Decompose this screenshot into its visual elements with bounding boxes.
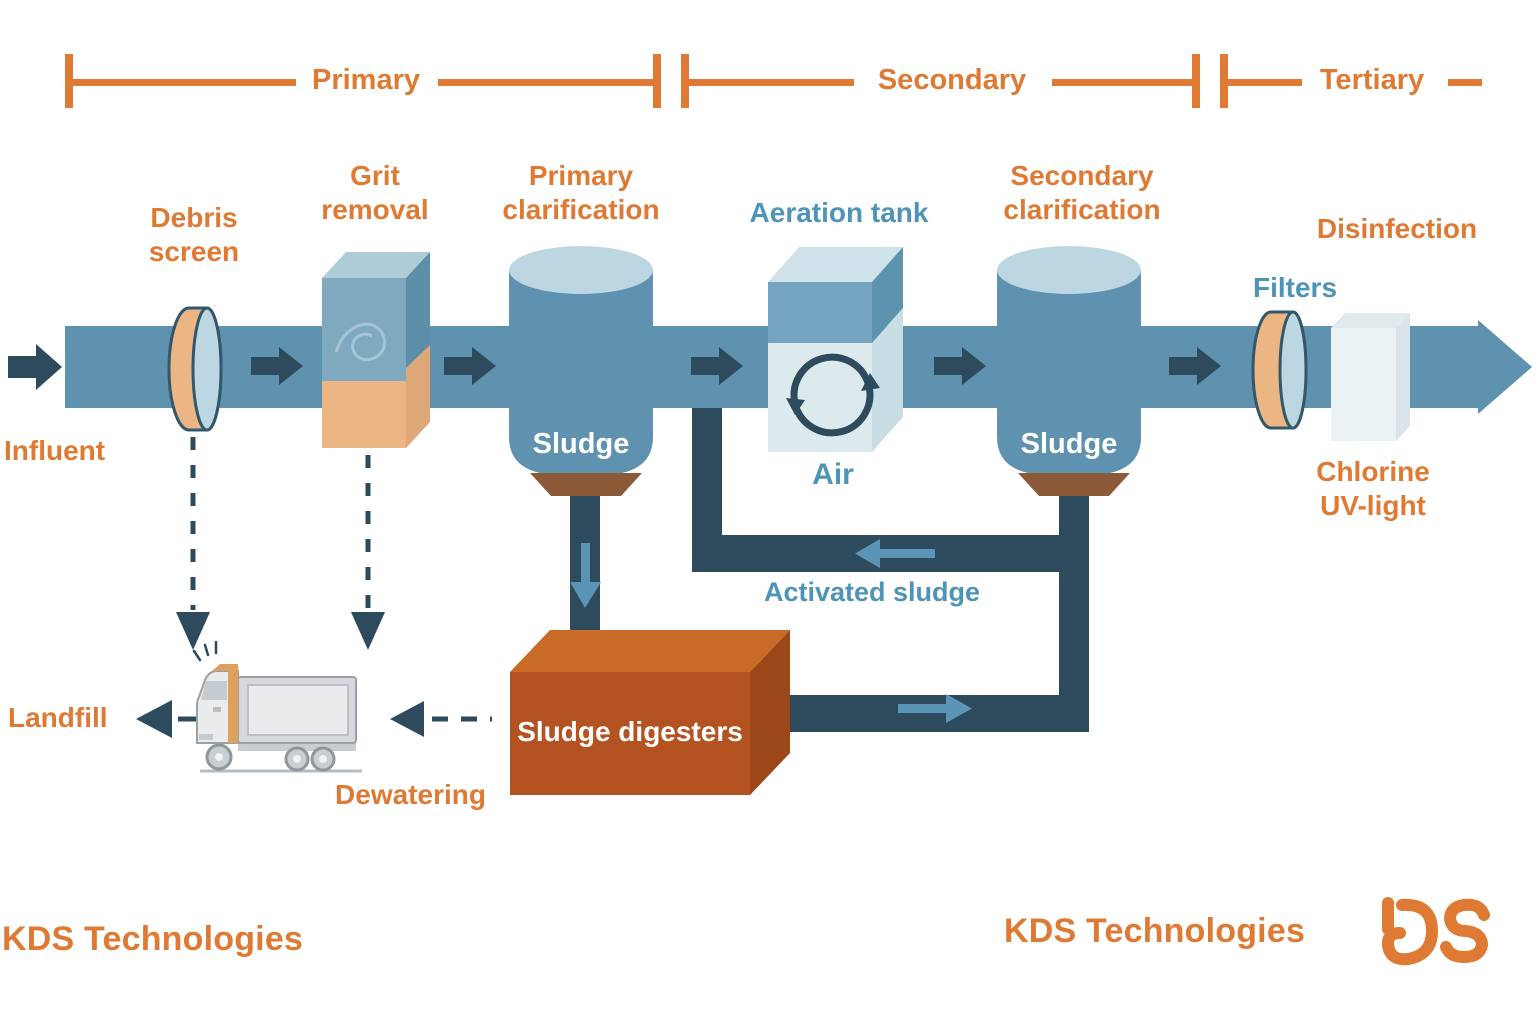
secondary-sludge-drop-pipe [1059, 494, 1089, 732]
filters-label: Filters [1252, 272, 1338, 303]
dewatering-label: Dewatering [335, 779, 486, 810]
kds-logo-icon [1381, 897, 1490, 966]
footer-brand-right: KDS Technologies [1004, 912, 1306, 950]
clarifier-funnel [530, 473, 642, 496]
sludge-flow-arrows [570, 539, 972, 723]
right-arrow-icon [898, 694, 972, 723]
primary-clarifier [509, 246, 653, 496]
flow-arrow-icon [691, 347, 743, 385]
debris-screen [167, 306, 223, 432]
air-label: Air [812, 458, 854, 491]
left-arrowhead-icon [136, 700, 172, 738]
influent-label: Influent [4, 435, 106, 466]
left-arrowhead-icon [390, 701, 424, 737]
disinfection-label: Disinfection [1316, 213, 1478, 244]
effluent-arrowhead [1478, 320, 1532, 414]
debris-screen-label: Debris screen [148, 202, 240, 268]
footer-brand-left: KDS Technologies [2, 920, 304, 958]
secondary-clarifier [997, 246, 1141, 496]
disinfection-block [1331, 313, 1410, 441]
influent-arrow-icon [8, 344, 62, 390]
left-arrow-icon [855, 539, 935, 568]
swirl-icon [334, 322, 387, 362]
sludge-digesters-box [510, 630, 790, 795]
grit-removal-tank [322, 252, 430, 448]
grit-removal-label: Grit removal [321, 160, 429, 226]
flow-arrow-icon [444, 347, 496, 385]
digester-bottom-pipe [772, 695, 1089, 732]
stage-label-primary: Primary [311, 64, 420, 96]
filters-disk [1251, 310, 1308, 430]
down-arrowhead-icon [351, 612, 385, 650]
recycle-icon [786, 353, 880, 437]
stage-brackets [65, 54, 1482, 108]
secondary-clarification-label: Secondary clarification [1003, 160, 1161, 226]
activated-sludge-label: Activated sludge [763, 577, 981, 607]
aeration-tank-label: Aeration tank [749, 197, 929, 228]
truck-icon [192, 640, 362, 773]
primary-clarification-label: Primary clarification [502, 160, 660, 226]
sparkle-icon [192, 640, 218, 662]
clarifier-funnel [1018, 473, 1130, 496]
landfill-label: Landfill [8, 702, 108, 733]
flow-arrow-icon [1169, 347, 1221, 385]
sludge-digesters-label: Sludge digesters [517, 716, 743, 747]
flow-arrow-icon [251, 347, 303, 385]
stage-label-secondary: Secondary [877, 64, 1027, 96]
primary-sludge-label: Sludge [532, 428, 630, 460]
down-arrow-icon [570, 543, 601, 608]
flow-arrow-icon [934, 347, 986, 385]
stage-label-tertiary: Tertiary [1319, 64, 1425, 96]
aeration-tank [768, 247, 903, 452]
chlorine-uv-label: Chlorine UV-light [1316, 456, 1430, 522]
disposal-routes [136, 437, 492, 738]
main-flow-arrows [8, 344, 1221, 390]
down-arrowhead-icon [176, 612, 210, 650]
secondary-sludge-label: Sludge [1020, 428, 1118, 460]
